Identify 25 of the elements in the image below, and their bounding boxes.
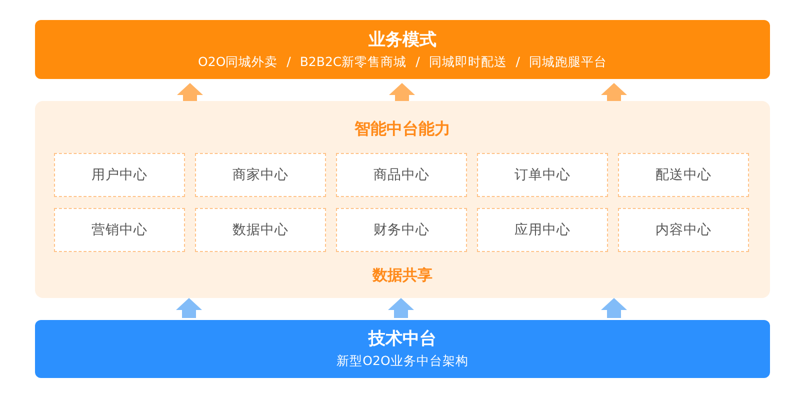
module-card: 订单中心 (477, 153, 608, 197)
module-card: 数据中心 (195, 208, 326, 252)
module-card: 用户中心 (54, 153, 185, 197)
module-card: 商品中心 (336, 153, 467, 197)
block-arrow (601, 83, 627, 101)
panel-heading: 智能中台能力 (354, 119, 450, 139)
block-arrow (601, 298, 627, 320)
banner (35, 320, 770, 378)
banner-title: 业务模式 (368, 30, 436, 50)
module-card: 配送中心 (618, 153, 749, 197)
panel (35, 101, 770, 298)
module-card: 营销中心 (54, 208, 185, 252)
module-card: 应用中心 (477, 208, 608, 252)
banner-title: 技术中台 (368, 329, 436, 349)
block-arrow (389, 83, 415, 101)
block-arrow (176, 298, 202, 320)
module-card: 财务中心 (336, 208, 467, 252)
banner-subtitle: 新型O2O业务中台架构 (336, 352, 468, 369)
block-arrow (177, 83, 203, 101)
banner-subtitle: O2O同城外卖 / B2B2C新零售商城 / 同城即时配送 / 同城跑腿平台 (198, 52, 607, 70)
banner (35, 20, 770, 79)
module-card: 商家中心 (195, 153, 326, 197)
block-arrow (388, 298, 414, 320)
panel-footer: 数据共享 (372, 265, 432, 285)
module-card: 内容中心 (618, 208, 749, 252)
